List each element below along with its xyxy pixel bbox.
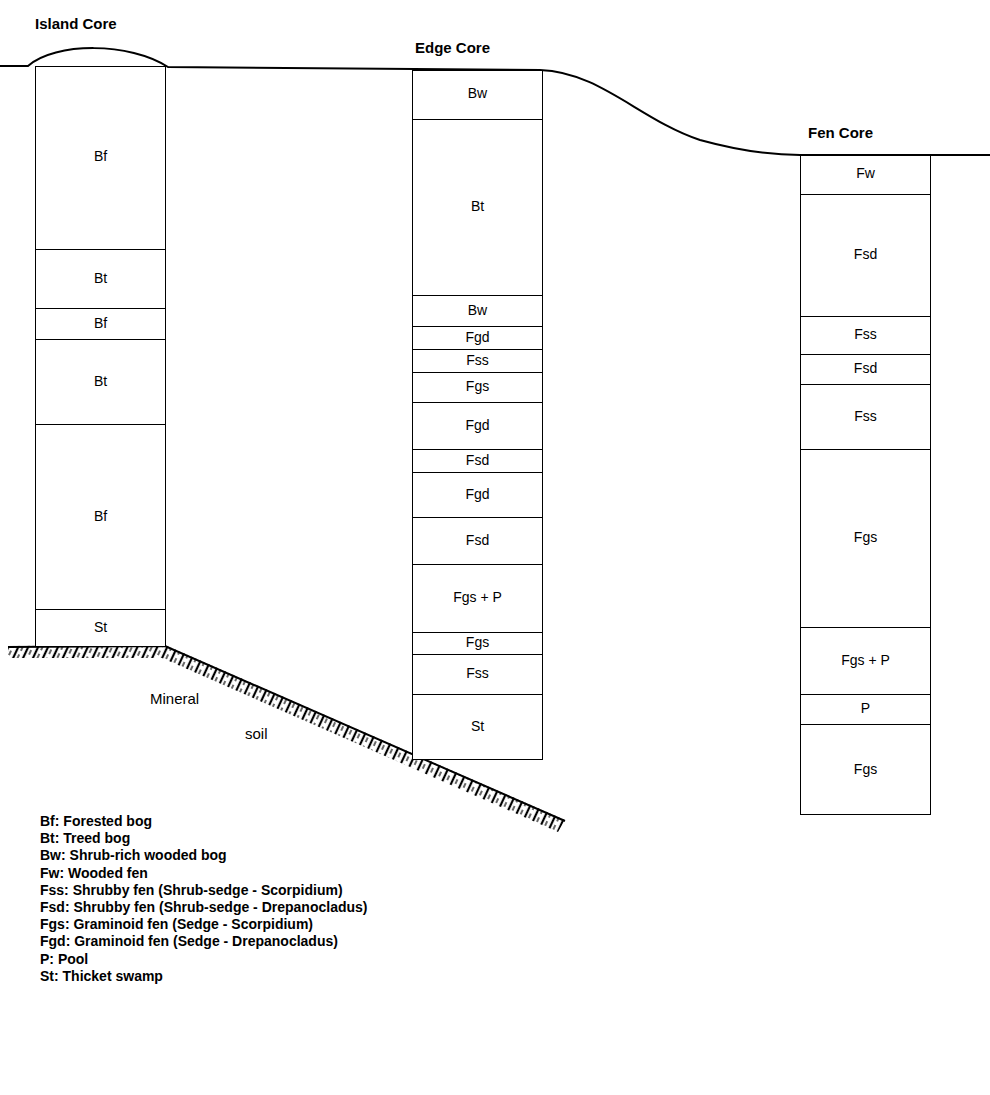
layer-code: Bw bbox=[468, 86, 487, 101]
legend-entry: Fgd: Graminoid fen (Sedge - Drepanocladu… bbox=[40, 933, 367, 950]
layer-code: Bt bbox=[94, 374, 107, 389]
peat-layer: Bw bbox=[413, 70, 542, 120]
layer-code: Fgs bbox=[466, 379, 489, 394]
peat-layer: Fsd bbox=[413, 518, 542, 565]
layer-code: Bt bbox=[471, 199, 484, 214]
layer-code: Fgs + P bbox=[841, 653, 890, 668]
layer-code: Fw bbox=[856, 166, 875, 181]
core-column: Island CoreBfBtBfBtBfSt bbox=[35, 66, 166, 647]
core-heading: Edge Core bbox=[415, 39, 490, 56]
peat-layer: Fsd bbox=[801, 355, 930, 385]
legend-entry: Fgs: Graminoid fen (Sedge - Scorpidium) bbox=[40, 916, 367, 933]
layer-code: St bbox=[471, 719, 484, 734]
layer-code: Fss bbox=[466, 666, 489, 681]
layer-code: St bbox=[94, 620, 107, 635]
peat-layer: Fgs + P bbox=[801, 628, 930, 695]
legend-entry: Bw: Shrub-rich wooded bog bbox=[40, 847, 367, 864]
core-heading: Fen Core bbox=[808, 124, 873, 141]
peat-layer: Bt bbox=[413, 120, 542, 296]
peat-layer: Fgs + P bbox=[413, 565, 542, 633]
layer-code: Bf bbox=[94, 149, 107, 164]
peat-layer: Bf bbox=[36, 309, 165, 340]
peat-layer: Bt bbox=[36, 340, 165, 425]
peat-layer: Fgs bbox=[801, 450, 930, 628]
layer-code: Fgd bbox=[465, 418, 489, 433]
mineral-soil-line bbox=[8, 646, 565, 821]
layer-code: Fsd bbox=[854, 361, 877, 376]
peat-layer: Fsd bbox=[413, 450, 542, 473]
legend-entry: St: Thicket swamp bbox=[40, 968, 367, 985]
peat-layer: Fgd bbox=[413, 473, 542, 518]
peat-layer: St bbox=[413, 695, 542, 760]
layer-code: Fsd bbox=[466, 453, 489, 468]
legend-entry: Bf: Forested bog bbox=[40, 813, 367, 830]
peat-layer: Fgd bbox=[413, 403, 542, 450]
layer-code: Fgd bbox=[465, 487, 489, 502]
legend-entry: P: Pool bbox=[40, 951, 367, 968]
soil-label: Mineral bbox=[148, 690, 201, 707]
layer-code: Fgs bbox=[854, 762, 877, 777]
peat-layer: Fss bbox=[413, 350, 542, 373]
layer-code: Fss bbox=[466, 353, 489, 368]
legend-entry: Fsd: Shrubby fen (Shrub-sedge - Drepanoc… bbox=[40, 899, 367, 916]
layer-code: Bf bbox=[94, 509, 107, 524]
core-heading: Island Core bbox=[35, 15, 117, 32]
legend-entry: Fss: Shrubby fen (Shrub-sedge - Scorpidi… bbox=[40, 882, 367, 899]
peat-layer: Fgd bbox=[413, 327, 542, 350]
legend-entry: Fw: Wooded fen bbox=[40, 865, 367, 882]
peat-layer: Fsd bbox=[801, 195, 930, 317]
peat-layer: Bf bbox=[36, 425, 165, 610]
layer-code: Fss bbox=[854, 327, 877, 342]
peat-layer: Fss bbox=[413, 655, 542, 695]
layer-code: Fgs bbox=[854, 530, 877, 545]
core-column: Edge CoreBwBtBwFgdFssFgsFgdFsdFgdFsdFgs … bbox=[412, 70, 543, 760]
layer-code: Fgd bbox=[465, 330, 489, 345]
layer-code: Fss bbox=[854, 409, 877, 424]
layer-code: Fgs + P bbox=[453, 590, 502, 605]
peat-layer: P bbox=[801, 695, 930, 725]
layer-code: Bw bbox=[468, 303, 487, 318]
peat-layer: Bw bbox=[413, 296, 542, 327]
peat-layer: Fgs bbox=[413, 373, 542, 403]
legend-entry: Bt: Treed bog bbox=[40, 830, 367, 847]
peat-layer: Fgs bbox=[413, 633, 542, 655]
layer-code: Fsd bbox=[466, 533, 489, 548]
layer-code: P bbox=[861, 701, 870, 716]
soil-label: soil bbox=[243, 725, 270, 742]
peat-layer: Bt bbox=[36, 250, 165, 309]
peat-layer: Fss bbox=[801, 385, 930, 450]
peat-layer: St bbox=[36, 610, 165, 647]
core-column: Fen CoreFwFsdFssFsdFssFgsFgs + PPFgs bbox=[800, 155, 931, 815]
layer-code: Bf bbox=[94, 316, 107, 331]
peat-layer: Fw bbox=[801, 155, 930, 195]
layer-code: Bt bbox=[94, 271, 107, 286]
layer-code: Fgs bbox=[466, 635, 489, 650]
peat-layer: Fgs bbox=[801, 725, 930, 815]
layer-code: Fsd bbox=[854, 247, 877, 262]
peat-layer: Bf bbox=[36, 66, 165, 250]
peat-layer: Fss bbox=[801, 317, 930, 355]
legend: Bf: Forested bogBt: Treed bogBw: Shrub-r… bbox=[40, 813, 367, 985]
